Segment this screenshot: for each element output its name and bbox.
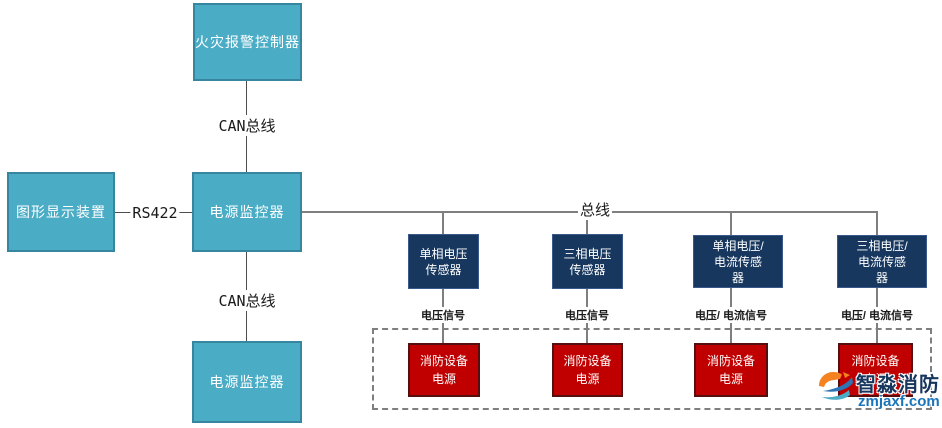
watermark: 智淼消防 zmjaxf.com	[812, 367, 942, 425]
watermark-domain-text: zmjaxf.com	[858, 393, 940, 410]
graphic-display-node: 图形显示装置	[7, 172, 115, 252]
bus-drop-line-1	[442, 213, 444, 234]
power-monitor-node-mid: 电源监控器	[192, 172, 302, 252]
rs422-label: RS422	[130, 204, 180, 222]
fire-equipment-power-node-2: 消防设备 电源	[552, 343, 623, 397]
power-monitor-node-bottom: 电源监控器	[192, 341, 302, 423]
three-phase-voltage-current-sensor-node: 三相电压/ 电流传感 器	[837, 235, 927, 288]
single-phase-voltage-current-sensor-node: 单相电压/ 电流传感 器	[693, 235, 783, 288]
watermark-brand-text: 智淼消防	[856, 374, 940, 396]
voltage-current-signal-label-2: 电压/ 电流信号	[838, 307, 916, 323]
single-phase-voltage-sensor-node: 单相电压 传感器	[408, 234, 479, 289]
bus-label: 总线	[577, 199, 613, 220]
voltage-signal-label-1: 电压信号	[419, 307, 467, 323]
three-phase-voltage-sensor-node: 三相电压 传感器	[552, 234, 623, 289]
bus-drop-line-3	[730, 213, 732, 235]
bus-drop-line-2	[586, 213, 588, 234]
fire-equipment-power-dashed-zone	[372, 328, 932, 410]
voltage-signal-label-2: 电压信号	[563, 307, 611, 323]
can-bus-label-top: CAN总线	[216, 115, 278, 136]
watermark-swoosh-icon	[818, 371, 853, 400]
bus-drop-line-4	[876, 213, 878, 235]
fire-equipment-power-node-1: 消防设备 电源	[408, 343, 480, 397]
voltage-current-signal-label-1: 电压/ 电流信号	[692, 307, 770, 323]
can-bus-label-bottom: CAN总线	[216, 290, 278, 311]
fire-alarm-controller-node: 火灾报警控制器	[193, 3, 302, 81]
fire-equipment-power-node-4: 消防设备 电源	[838, 343, 913, 397]
fire-equipment-power-node-3: 消防设备 电源	[694, 343, 768, 397]
